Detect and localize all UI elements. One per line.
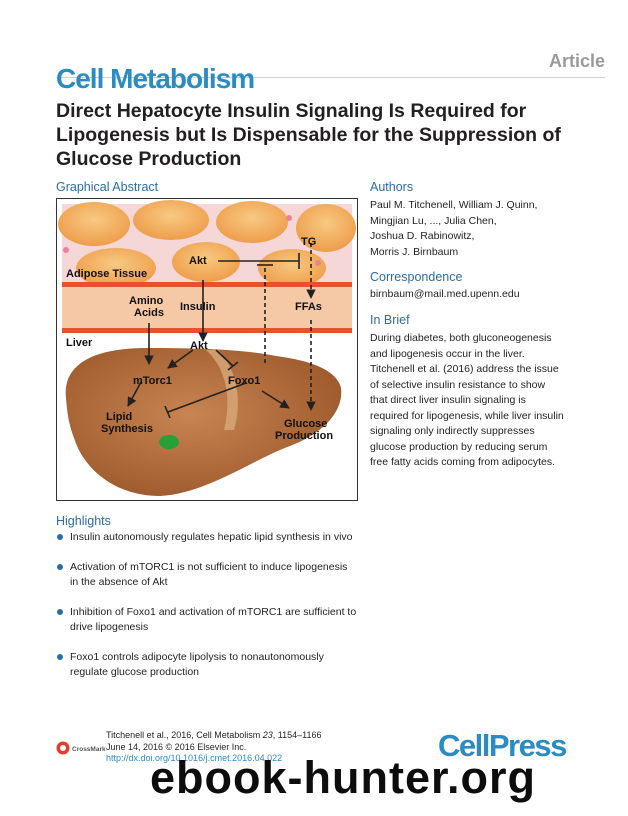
graphical-abstract-heading: Graphical Abstract [56, 180, 159, 194]
doi-link[interactable]: http://dx.doi.org/10.1016/j.cmet.2016.04… [106, 753, 283, 763]
citation-line: Titchenell et al., 2016, Cell Metabolism… [106, 730, 322, 740]
bullet-icon [57, 563, 63, 570]
in-brief-line: signaling only indirectly suppresses [370, 425, 535, 437]
adipocyte-cells [58, 200, 356, 288]
label-production: Production [275, 430, 333, 442]
label-tg: TG [301, 236, 316, 248]
correspondence-email[interactable]: birnbaum@mail.med.upenn.edu [370, 288, 520, 300]
authors-line: Joshua D. Rabinowitz, [370, 230, 475, 242]
correspondence-heading: Correspondence [370, 270, 463, 284]
authors-line: Mingjian Lu, ..., Julia Chen, [370, 214, 497, 227]
highlight-item: Foxo1 controls adipocyte lipolysis to no… [56, 650, 366, 681]
gallbladder [159, 435, 179, 449]
adipose-band-bottom [62, 328, 352, 333]
label-adipose-tissue: Adipose Tissue [66, 268, 147, 280]
in-brief-line: required for lipogenesis, while liver in… [370, 409, 564, 422]
bullet-icon [57, 653, 63, 660]
header-divider [56, 77, 605, 78]
label-insulin: Insulin [180, 301, 216, 313]
in-brief-line: free fatty acids coming from adipocytes. [370, 456, 555, 468]
label-akt-liver: Akt [190, 340, 208, 352]
crossmark-logo[interactable]: CrossMark [56, 740, 106, 756]
graphical-abstract-figure: Adipose Tissue TG Akt Amino Acids Insuli… [56, 198, 358, 501]
label-akt-adipose: Akt [189, 255, 207, 267]
gallbladder-ligament [206, 350, 238, 430]
journal-name: Cell Metabolism [56, 63, 255, 94]
in-brief-line: During diabetes, both gluconeogenesis [370, 332, 552, 344]
highlight-item: Insulin autonomously regulates hepatic l… [56, 530, 366, 546]
highlights-list: Insulin autonomously regulates hepatic l… [56, 530, 366, 695]
bullet-icon [57, 534, 63, 540]
authors-line: Paul M. Titchenell, William J. Quinn, [370, 199, 538, 211]
label-ffas: FFAs [295, 301, 322, 313]
label-liver: Liver [66, 337, 93, 349]
copyright-line: June 14, 2016 © 2016 Elsevier Inc. [106, 741, 247, 752]
blood-band [62, 287, 352, 328]
highlights-heading: Highlights [56, 514, 111, 528]
label-amino: Amino [129, 295, 164, 307]
authors-heading: Authors [370, 180, 414, 194]
crossmark-text: CrossMark [72, 746, 106, 753]
label-mtorc1: mTorc1 [133, 375, 172, 387]
authors-list: Paul M. Titchenell, William J. Quinn, Mi… [370, 198, 570, 260]
label-acids: Acids [134, 307, 164, 319]
label-foxo1: Foxo1 [228, 375, 260, 387]
in-brief-line: of selective insulin resistance to show [370, 378, 546, 391]
label-synthesis: Synthesis [101, 423, 153, 435]
in-brief-line: and lipogenesis occur in the liver. [370, 347, 525, 360]
article-title: Direct Hepatocyte Insulin Signaling Is R… [56, 100, 561, 170]
in-brief-text: During diabetes, both gluconeogenesis an… [370, 331, 575, 471]
label-lipid: Lipid [106, 411, 132, 423]
adipose-band-top [62, 282, 352, 287]
in-brief-line: Titchenell et al. (2016) address the iss… [370, 363, 559, 375]
watermark-text: ebook-hunter.org [150, 752, 536, 803]
in-brief-line: glucose production by reducing serum [370, 440, 548, 453]
liver-shape [65, 348, 342, 496]
highlight-item: Inhibition of Foxo1 and activation of mT… [56, 605, 366, 636]
highlight-item: Activation of mTORC1 is not sufficient t… [56, 560, 366, 591]
cellpress-logo: CellPress [438, 728, 567, 763]
citation-footer: Titchenell et al., 2016, Cell Metabolism… [106, 730, 321, 765]
authors-line: Morris J. Birnbaum [370, 245, 459, 258]
article-type-label: Article [548, 51, 605, 71]
bullet-icon [57, 608, 63, 615]
in-brief-line: that direct liver insulin signaling is [370, 394, 526, 406]
in-brief-heading: In Brief [370, 313, 410, 327]
label-glucose: Glucose [284, 418, 327, 430]
